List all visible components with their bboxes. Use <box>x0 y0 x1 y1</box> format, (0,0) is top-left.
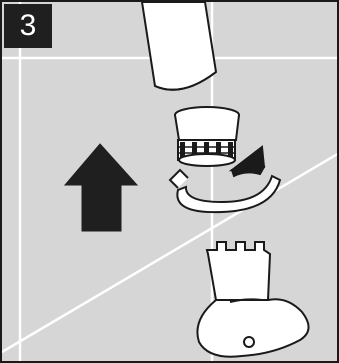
step-number-badge: 3 <box>4 4 52 48</box>
aerator <box>175 107 239 166</box>
tap-spout <box>142 2 216 90</box>
